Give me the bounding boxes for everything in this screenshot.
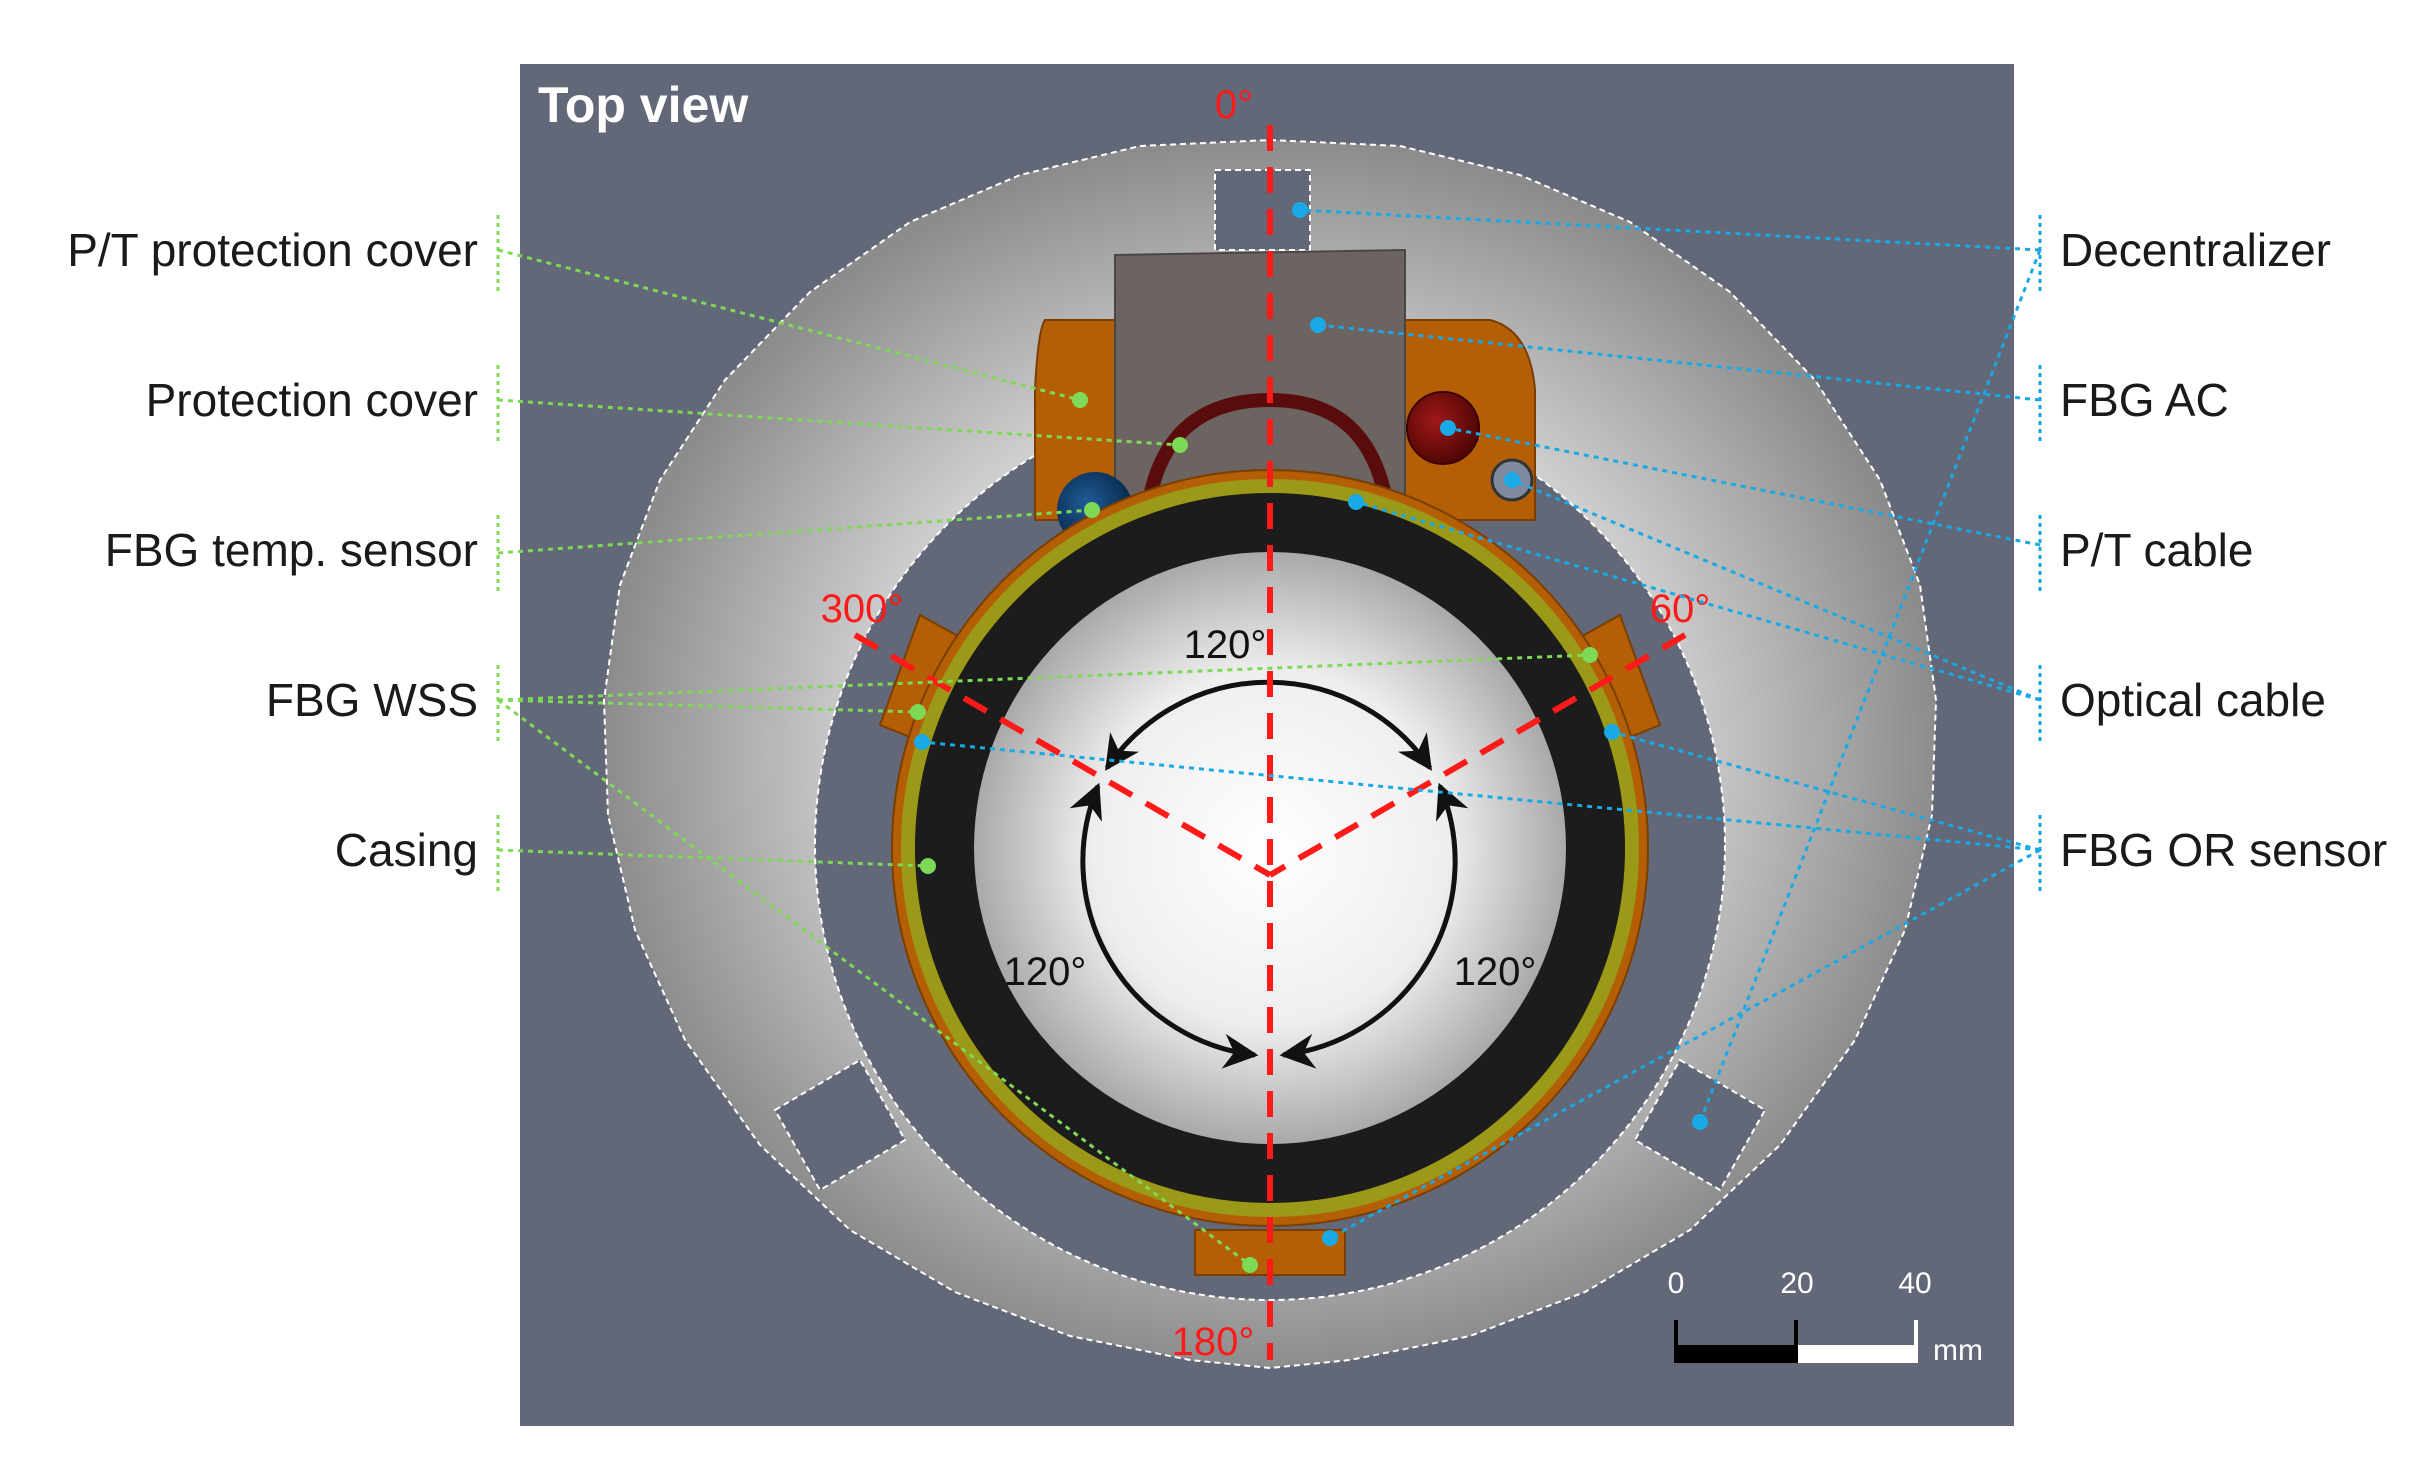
arc-label-right: 120° <box>1454 950 1537 994</box>
decentralizer-left-slot <box>773 1058 907 1192</box>
left-leader-lines <box>497 248 1591 1267</box>
label-pt-protection-cover: P/T protection cover <box>67 224 478 276</box>
label-fbg-temp-sensor: FBG temp. sensor <box>105 524 478 576</box>
arc-label-left: 120° <box>1004 950 1087 994</box>
angle-label-60: 60° <box>1650 587 1711 631</box>
scale-unit: mm <box>1933 1334 1983 1367</box>
angle-line-60 <box>1268 632 1687 878</box>
angle-label-180: 180° <box>1172 1320 1255 1364</box>
right-leader-lines <box>921 208 2042 1240</box>
scale-tick-0: 0 <box>1668 1267 1685 1300</box>
label-fbg-or-sensor: FBG OR sensor <box>2060 824 2387 876</box>
scale-bar: 0 20 40 mm <box>1668 1267 1983 1367</box>
left-leader-dots <box>910 392 1598 1273</box>
left-labels: P/T protection cover Protection cover FB… <box>67 224 478 876</box>
label-casing: Casing <box>335 824 478 876</box>
angle-line-300 <box>853 632 1272 878</box>
label-protection-cover: Protection cover <box>146 374 478 426</box>
label-fbg-wss: FBG WSS <box>266 674 478 726</box>
arc-arrow-right <box>1279 782 1469 1069</box>
angle-label-300: 300° <box>821 587 904 631</box>
angle-label-0: 0° <box>1215 83 1253 127</box>
label-fbg-ac: FBG AC <box>2060 374 2229 426</box>
right-leader-dots <box>914 202 1708 1246</box>
label-optical-cable: Optical cable <box>2060 674 2326 726</box>
label-decentralizer: Decentralizer <box>2060 224 2331 276</box>
right-labels: Decentralizer FBG AC P/T cable Optical c… <box>2060 224 2387 876</box>
arc-label-top: 120° <box>1184 623 1267 667</box>
arc-arrow-left <box>1069 782 1259 1069</box>
label-pt-cable: P/T cable <box>2060 524 2253 576</box>
scale-tick-20: 20 <box>1780 1267 1813 1300</box>
scale-tick-40: 40 <box>1898 1267 1931 1300</box>
title: Top view <box>538 77 748 133</box>
